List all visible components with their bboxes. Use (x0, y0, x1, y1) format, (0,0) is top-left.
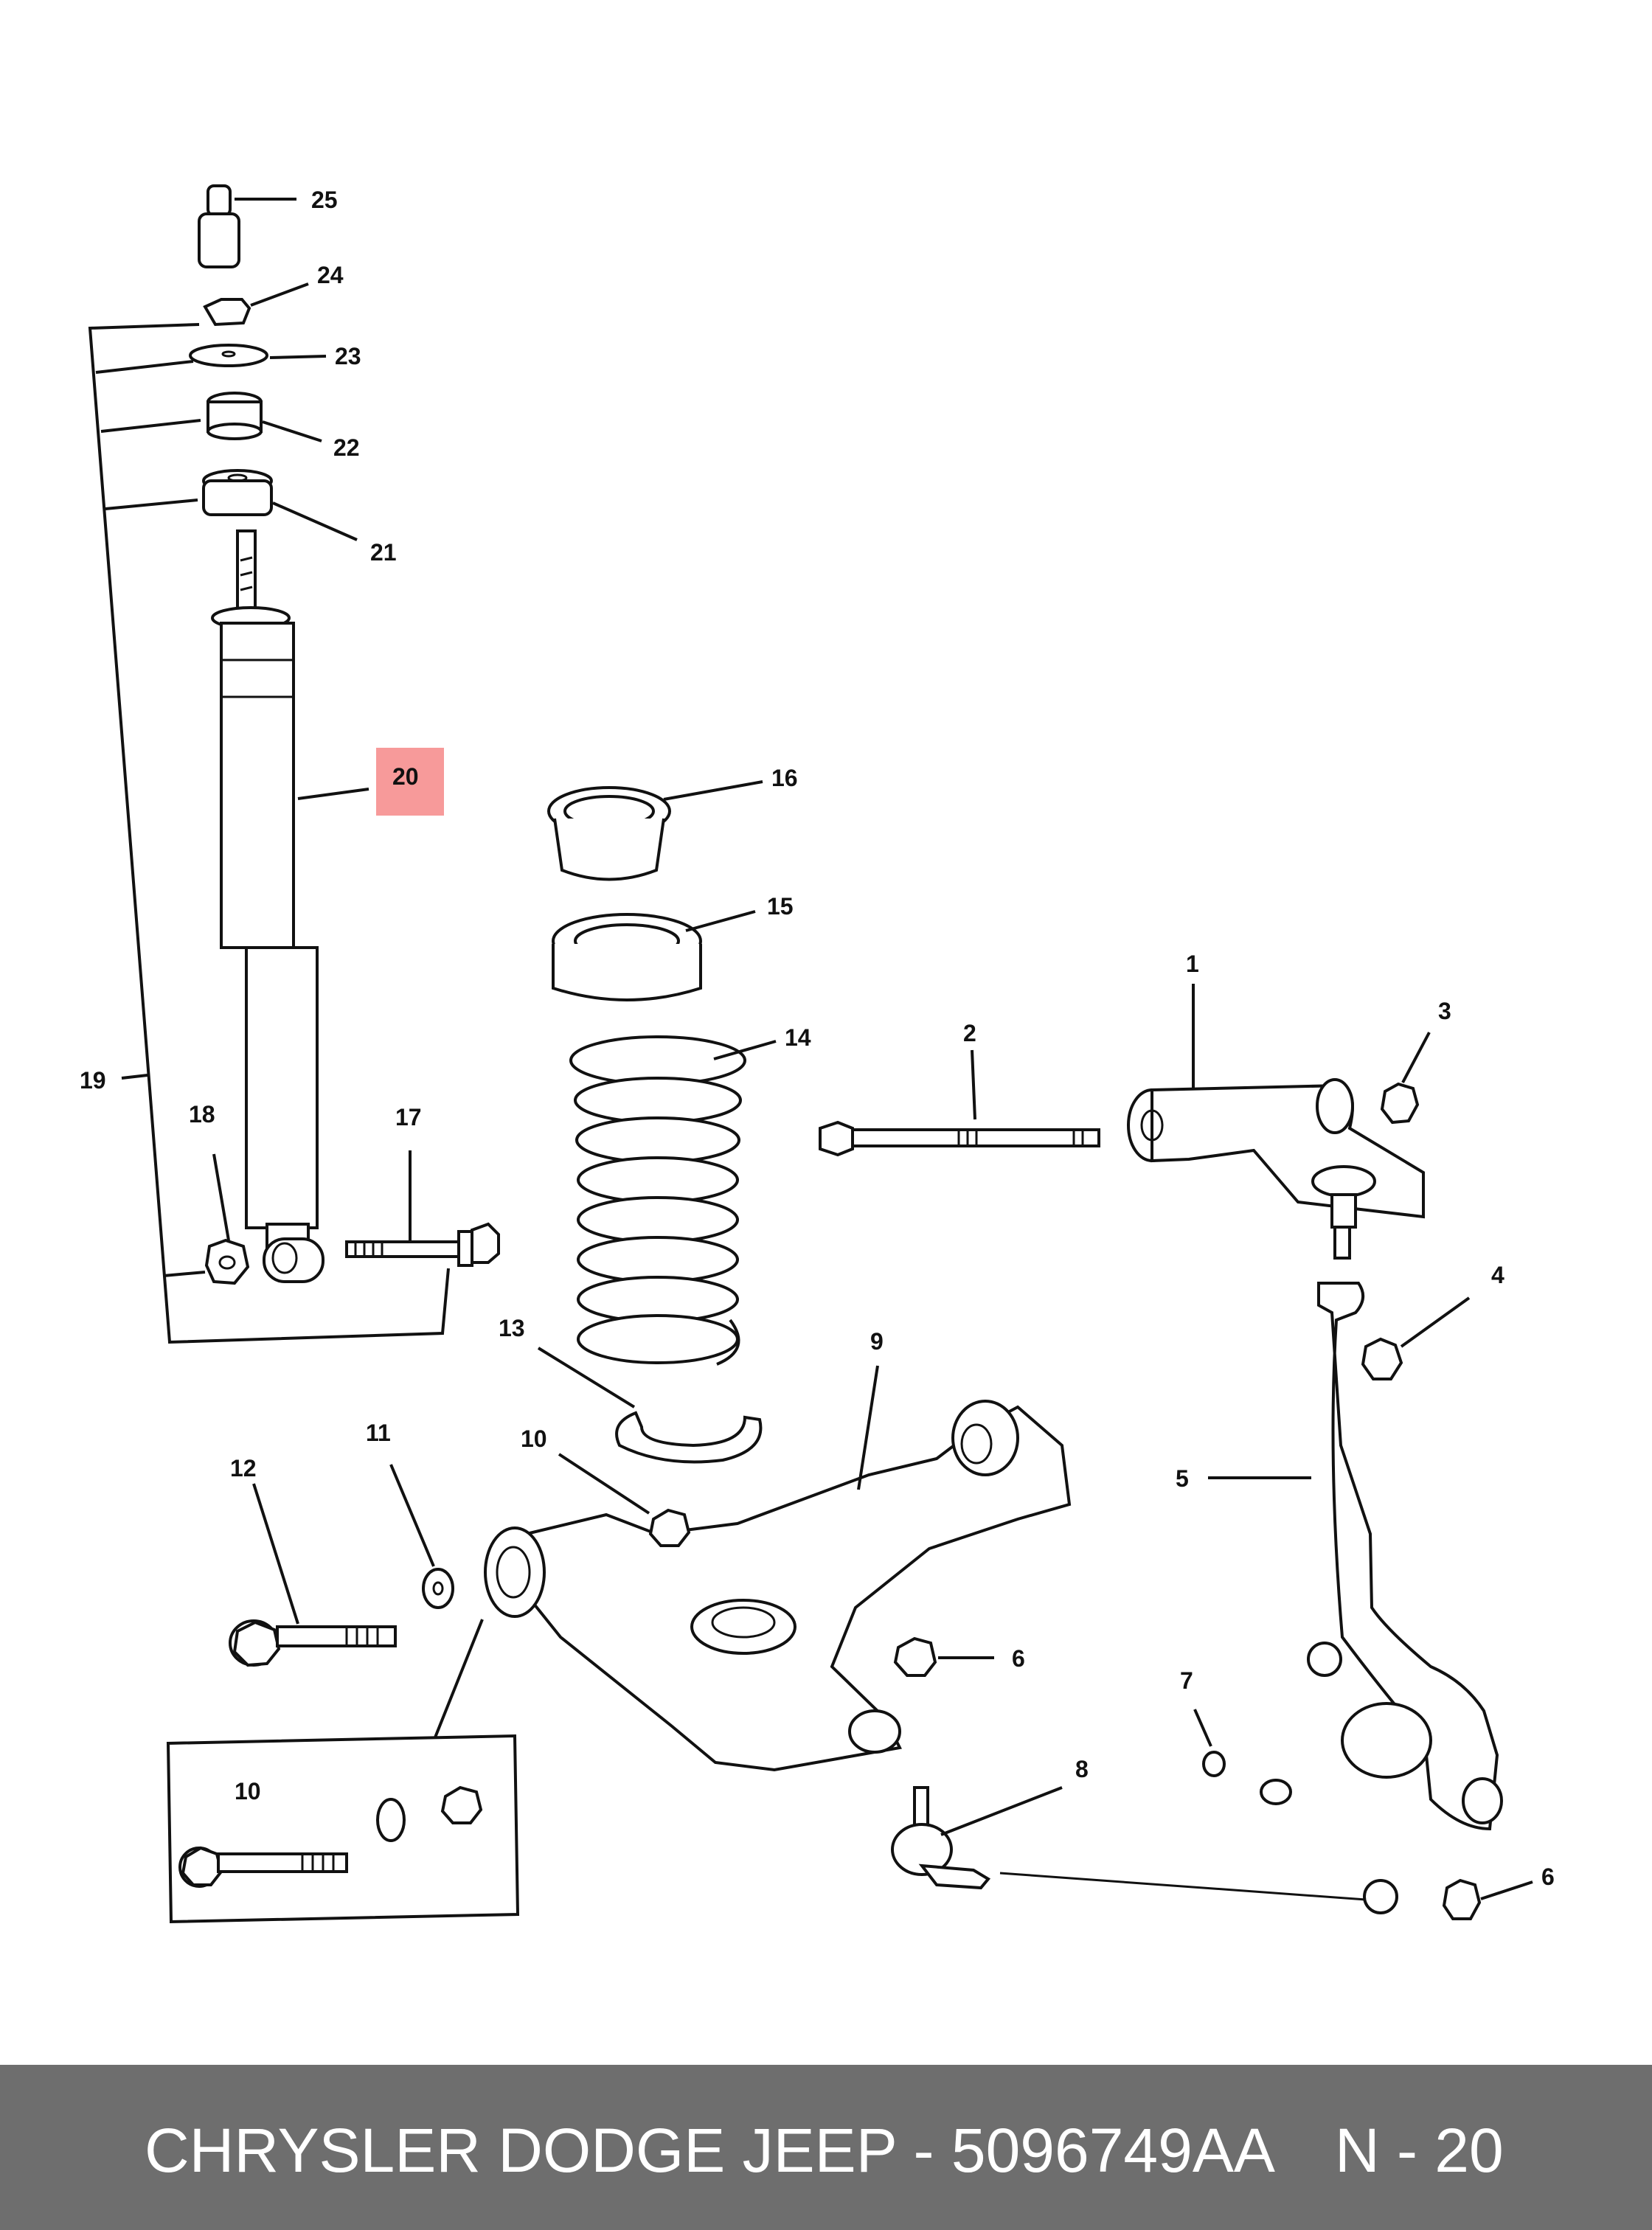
callout-19: 18 (189, 1101, 215, 1128)
ball-joint-nut-part (1442, 1878, 1533, 1920)
callout-9: 9 (870, 1328, 884, 1355)
strut-kit-bracket (88, 323, 450, 1344)
upper-arm-nut-part (1380, 1032, 1431, 1125)
callout-12: 11 (366, 1420, 391, 1446)
lower-control-arm-part (484, 1365, 1072, 1772)
callout-21: 19 (80, 1067, 106, 1094)
bump-stop-part (198, 184, 296, 268)
top-nut-part (203, 282, 309, 327)
callout-17: 16 (771, 765, 798, 791)
callout-20: 20 (392, 763, 419, 790)
cam-kit-box (166, 1619, 520, 1924)
steering-knuckle-part (1208, 1282, 1503, 1914)
coil-spring-part (569, 1035, 777, 1366)
small-bushing-part (1193, 1709, 1226, 1777)
callout-25: 24 (317, 262, 344, 288)
arm-nut-part (558, 1453, 691, 1547)
callout-8: 8 (1075, 1756, 1089, 1782)
control-arm-bolt-part (819, 1049, 1100, 1157)
lower-spring-seat-part (552, 910, 756, 1001)
callout-6-middle: 6 (1012, 1645, 1025, 1672)
knuckle-nut-part (1361, 1296, 1471, 1380)
cam-bolt-part (229, 1483, 397, 1667)
parts-diagram: 25 24 23 22 21 20 19 18 17 16 15 14 13 2… (80, 184, 1555, 1924)
upper-control-arm-part (1127, 984, 1425, 1260)
callout-16: 15 (767, 893, 794, 920)
callout-22: 21 (370, 539, 397, 566)
spring-clip-part (537, 1347, 763, 1464)
callout-7: 7 (1180, 1667, 1193, 1694)
footer-diagram-code: N - 20 (1335, 2116, 1504, 2185)
lower-bushing-part (202, 469, 358, 541)
upper-spring-seat-part (547, 780, 763, 881)
callout-23: 22 (333, 434, 360, 461)
washer-part (189, 344, 327, 367)
callout-14: 13 (499, 1315, 525, 1341)
callout-15: 14 (785, 1024, 811, 1051)
callout-labels: 25 24 23 22 21 20 19 18 17 16 15 14 13 2… (80, 187, 1555, 1890)
upper-bushing-part (206, 392, 322, 442)
arm-nut-part-2 (893, 1636, 994, 1677)
shock-absorber-part (211, 529, 369, 1283)
callout-10: 10 (235, 1778, 261, 1805)
footer-bar (0, 2065, 1652, 2230)
callout-4: 4 (1491, 1262, 1504, 1288)
callout-3: 3 (1438, 998, 1451, 1024)
callout-24: 23 (335, 343, 361, 369)
ball-joint-part (891, 1786, 1367, 1901)
cam-washer-part (389, 1464, 454, 1609)
highlight-box (376, 748, 444, 816)
callout-13: 12 (230, 1455, 257, 1482)
callout-26: 25 (311, 187, 338, 213)
footer-part-number: CHRYSLER DODGE JEEP - 5096749AA (145, 2116, 1275, 2185)
shock-nut-part (204, 1153, 250, 1285)
callout-18: 17 (395, 1104, 422, 1130)
callout-6-right: 6 (1541, 1863, 1555, 1890)
callout-5: 5 (1176, 1465, 1189, 1492)
callout-2: 2 (963, 1020, 976, 1046)
callout-1: 1 (1186, 951, 1199, 977)
callout-11: 10 (521, 1425, 547, 1452)
shock-bolt-part (345, 1150, 500, 1267)
